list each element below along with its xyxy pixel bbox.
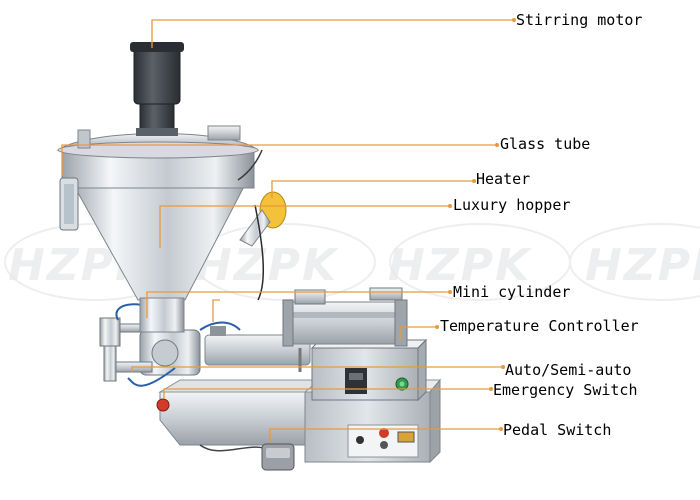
control-panel xyxy=(347,424,419,458)
label-mini-cylinder: Mini cylinder xyxy=(453,283,571,301)
watermark: HZPK xyxy=(195,240,339,291)
heater-part xyxy=(237,149,287,301)
label-glass-tube: Glass tube xyxy=(500,135,591,153)
leader-lines xyxy=(61,19,514,442)
stirring-motor-part xyxy=(130,42,184,136)
watermark: HZPK xyxy=(585,240,700,291)
watermark: HZPK xyxy=(388,240,532,291)
label-heater: Heater xyxy=(476,170,531,188)
temperature-controller-box xyxy=(310,338,428,402)
label-stirring-motor: Stirring motor xyxy=(516,11,643,29)
hopper xyxy=(56,125,260,333)
label-pedal-switch: Pedal Switch xyxy=(503,421,612,439)
label-auto-semi-auto: Auto/Semi-auto xyxy=(505,361,632,379)
leader-dots xyxy=(435,18,516,431)
label-emergency-switch: Emergency Switch xyxy=(493,381,638,399)
label-temperature-controller: Temperature Controller xyxy=(440,317,639,335)
filling-cylinder xyxy=(204,299,408,372)
mini-cylinder-part xyxy=(294,287,403,305)
label-luxury-hopper: Luxury hopper xyxy=(453,196,571,214)
